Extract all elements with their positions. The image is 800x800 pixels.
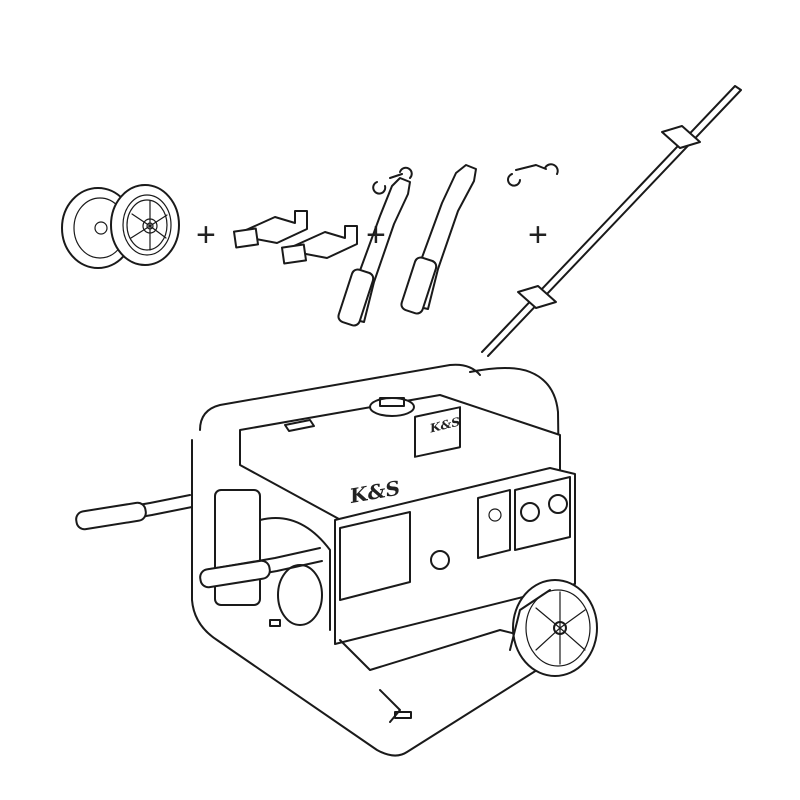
support-feet-icon xyxy=(232,210,358,265)
wheels-icon xyxy=(61,184,180,269)
plus-sign-3: + xyxy=(528,216,548,254)
plus-sign-1: + xyxy=(196,216,216,254)
axle-rod-icon xyxy=(481,85,742,357)
handles-icon xyxy=(337,163,559,327)
generator-icon: K&S K&S xyxy=(75,363,598,757)
